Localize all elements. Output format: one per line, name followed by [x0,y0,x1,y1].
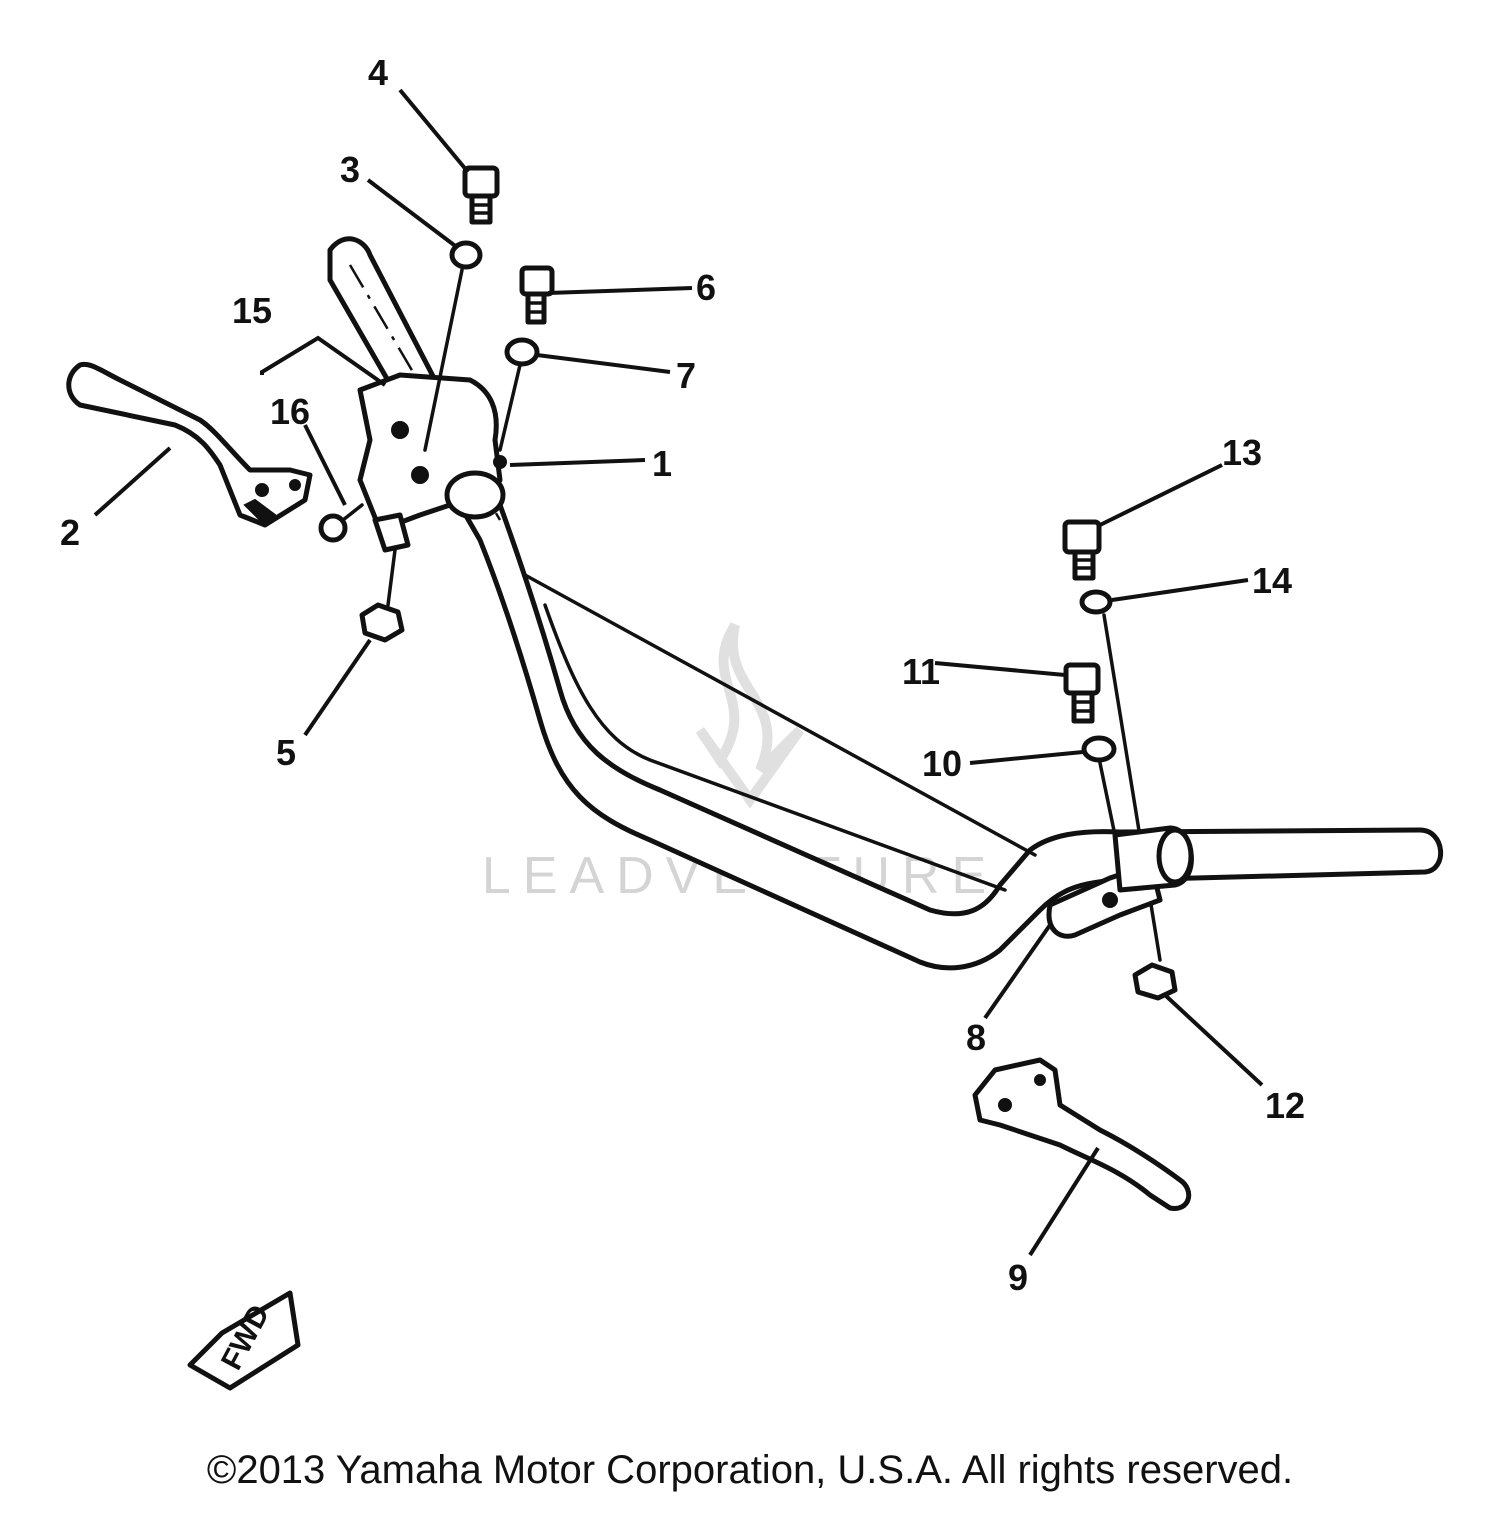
fwd-direction-marker: FWD [187,1290,301,1391]
bolt-11 [1063,662,1101,724]
copyright-notice: ©2013 Yamaha Motor Corporation, U.S.A. A… [206,1448,1294,1492]
bolt-6 [519,265,555,325]
callout-2: 2 [60,512,80,553]
callout-9: 9 [1008,1257,1028,1298]
fwd-arrow-icon [187,1290,301,1391]
fasteners [318,165,1178,1001]
left-lever-tip [243,498,277,527]
left-lever [66,361,313,528]
left-lever-pivot [255,483,269,497]
holder-bolt [493,455,507,469]
watermark-logo-icon [695,622,805,809]
holder-pivot [391,421,409,439]
nut-5 [359,602,405,643]
washer-3 [449,240,483,270]
callout-14: 14 [1252,560,1292,601]
washer-14 [1079,589,1113,615]
handlebar-tube [327,236,1443,971]
callout-1: 1 [652,443,672,484]
callout-12: 12 [1265,1085,1305,1126]
callout-7: 7 [676,355,696,396]
left-lever-arm [66,361,313,528]
callout-15: 15 [232,290,272,331]
right-holder-pivot [1102,892,1118,908]
nut-12 [1132,962,1178,1001]
bracket-15 [260,335,387,387]
right-lever-hole [1034,1074,1046,1086]
bolt-13 [1062,519,1102,581]
callout-11: 11 [902,651,940,692]
handlebar-crossbar-bottom [543,603,1007,892]
holder-tab [372,512,411,553]
right-lever-holder [1046,825,1194,939]
right-lever-arm [972,1057,1192,1211]
callouts: 1 2 3 4 5 6 7 8 9 10 11 12 13 14 15 16 [60,52,1305,1298]
callout-5: 5 [276,732,296,773]
screw-16 [318,503,364,543]
callout-13: 13 [1222,432,1262,473]
holder-screw [411,466,429,484]
bolt-4 [462,165,500,225]
callout-6: 6 [696,267,716,308]
left-lever-holder [357,372,507,553]
callout-16: 16 [270,391,310,432]
left-lever-hole [289,479,301,491]
handlebar-crossbar-top [523,573,1037,857]
handlebar [327,236,1443,971]
holder-bore [444,470,506,520]
callout-8: 8 [966,1017,986,1058]
washer-7 [504,337,540,367]
right-lever [972,1057,1192,1211]
callout-10: 10 [922,743,962,784]
washer-10 [1081,735,1117,763]
callout-4: 4 [368,52,388,93]
leaders [93,88,1264,1257]
callout-3: 3 [340,149,360,190]
right-lever-pivot [998,1098,1012,1112]
right-clamp-bore [1156,827,1194,885]
